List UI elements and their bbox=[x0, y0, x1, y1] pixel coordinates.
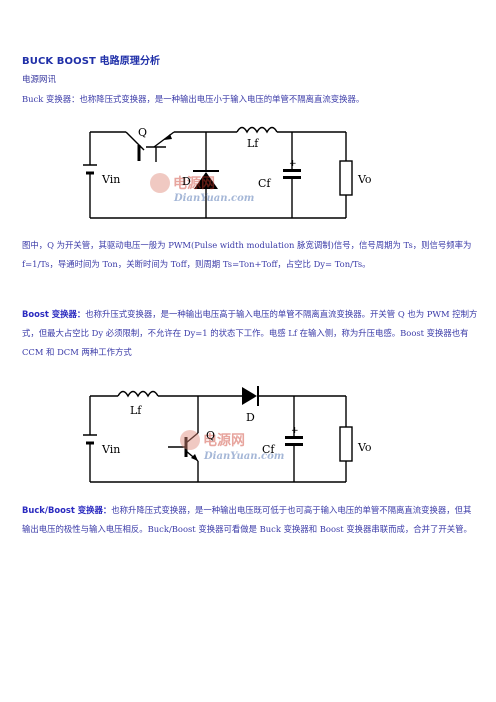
label-cf: Cf bbox=[262, 443, 275, 456]
label-lf: Lf bbox=[130, 404, 142, 417]
label-vin: Vin bbox=[101, 443, 120, 456]
label-vo: Vo bbox=[357, 173, 372, 186]
label-q: Q bbox=[206, 429, 215, 442]
label-lf: Lf bbox=[247, 137, 259, 150]
svg-text:+: + bbox=[291, 426, 299, 436]
label-q: Q bbox=[138, 126, 147, 139]
label-cf: Cf bbox=[258, 177, 271, 190]
watermark-en: DianYuan.com bbox=[203, 451, 284, 462]
label-d: D bbox=[182, 175, 191, 188]
buck-boost-paragraph: Buck/Boost 变换器：也称升降压式变换器，是一种输出电压既可低于也可高于… bbox=[22, 501, 478, 539]
boost-text: 也称升压式变换器，是一种输出电压高于输入电压的单管不隔离直流变换器。开关管 Q … bbox=[22, 309, 478, 357]
buck-boost-keyword: Buck/Boost 变换器： bbox=[22, 505, 112, 515]
buck-circuit-diagram: + 电源网 DianYuan.com Q Lf D Cf Vin Vo bbox=[82, 117, 382, 225]
watermark-en: DianYuan.com bbox=[173, 193, 254, 204]
boost-paragraph: Boost 变换器：也称升压式变换器，是一种输出电压高于输入电压的单管不隔离直流… bbox=[22, 305, 478, 362]
label-d: D bbox=[246, 411, 255, 424]
label-vin: Vin bbox=[101, 173, 120, 186]
watermark-cn: 电源网 bbox=[173, 175, 215, 192]
label-vo: Vo bbox=[357, 441, 372, 454]
boost-keyword: Boost 变换器： bbox=[22, 309, 86, 319]
buck-paragraph: Buck 变换器：也称降压式变换器，是一种输出电压小于输入电压的单管不隔离直流变… bbox=[22, 94, 365, 104]
boost-circuit-diagram: + 电源网 DianYuan.com Lf D Q Cf Vin Vo bbox=[82, 383, 382, 493]
source-line: 电源网讯 bbox=[22, 75, 57, 85]
svg-text:+: + bbox=[289, 159, 297, 169]
watermark-cn: 电源网 bbox=[203, 432, 245, 449]
buck-boost-text: 也称升降压式变换器，是一种输出电压既可低于也可高于输入电压的单管不隔离直流变换器… bbox=[22, 505, 472, 534]
buck-explanation-paragraph: 图中，Q 为开关管，其驱动电压一般为 PWM(Pulse width modul… bbox=[22, 240, 472, 269]
page-title: BUCK BOOST 电路原理分析 bbox=[22, 56, 161, 67]
